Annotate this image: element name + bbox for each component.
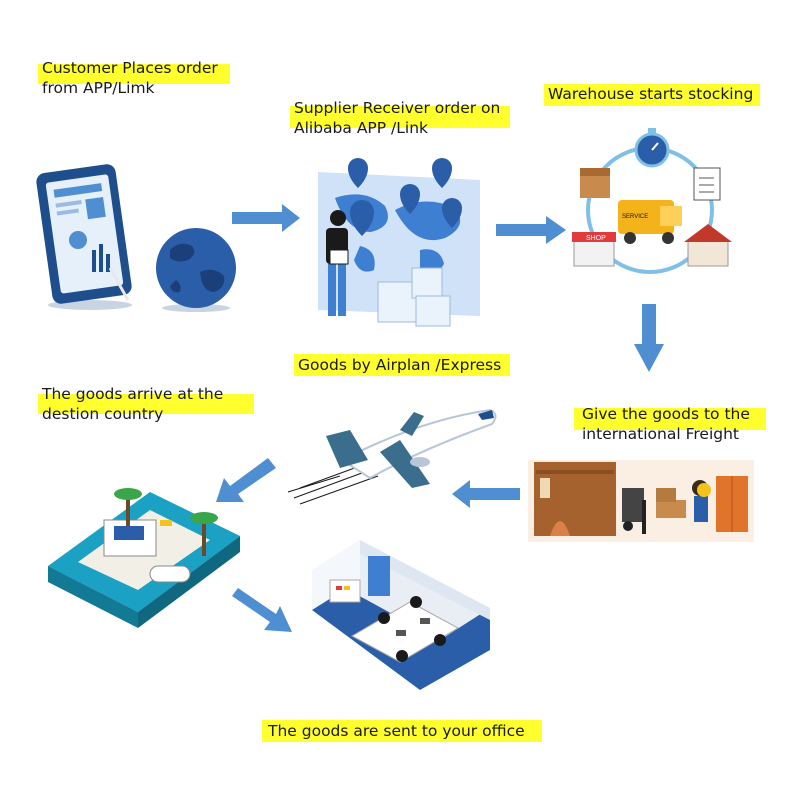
highlight-office [262,720,542,742]
label-line: The goods are sent to your office [268,722,525,740]
arrow-airplane-to-island [216,458,276,502]
label-line: Goods by Airplan /Express [298,356,502,374]
island-port-illustration [48,488,240,628]
warehouse-cycle-illustration [572,128,732,274]
highlight-warehouse [544,84,760,106]
label-line: international Freight [582,425,739,443]
label-international-freight: Give the goods to the international Frei… [582,404,750,444]
label-line: Alibaba APP /Link [294,119,429,137]
arrow-customer-to-supplier [232,204,300,232]
label-line: Give the goods to the [582,405,750,423]
office-illustration [312,540,490,690]
label-line: Customer Places order [42,59,218,77]
label-line: The goods arrive at the [42,385,224,403]
airplane-icon [287,408,497,505]
label-sent-to-office: The goods are sent to your office [268,721,525,741]
label-line: Warehouse starts stocking [548,85,754,103]
arrow-freight-to-airplane [452,480,520,508]
highlight-arrive [38,394,254,414]
label-line: from APP/Limk [42,79,155,97]
arrow-island-to-office [232,588,292,632]
highlight-supplier [290,106,510,128]
label-supplier-receiver: Supplier Receiver order on Alibaba APP /… [294,98,500,138]
highlight-airplane [294,354,510,376]
freight-loading-illustration [528,460,754,542]
label-line: Supplier Receiver order on [294,99,501,117]
highlight-freight [574,408,766,430]
label-warehouse-stocking: Warehouse starts stocking [548,84,753,104]
globe-icon [156,228,236,312]
label-line: destion country [42,405,164,423]
label-customer-places-order: Customer Places order from APP/Limk [42,58,218,98]
label-goods-by-airplan: Goods by Airplan /Express [298,355,501,375]
arrow-supplier-to-warehouse [496,216,566,244]
service-truck-sign: SERVICE [622,214,648,220]
label-goods-arrive: The goods arrive at the destion country [42,384,223,424]
shop-sign-icon: SHOP [586,235,606,242]
arrow-warehouse-to-freight [634,304,664,372]
smartphone-icon [36,164,132,310]
highlight-customer [38,64,230,84]
supplier-map-illustration [318,158,480,327]
